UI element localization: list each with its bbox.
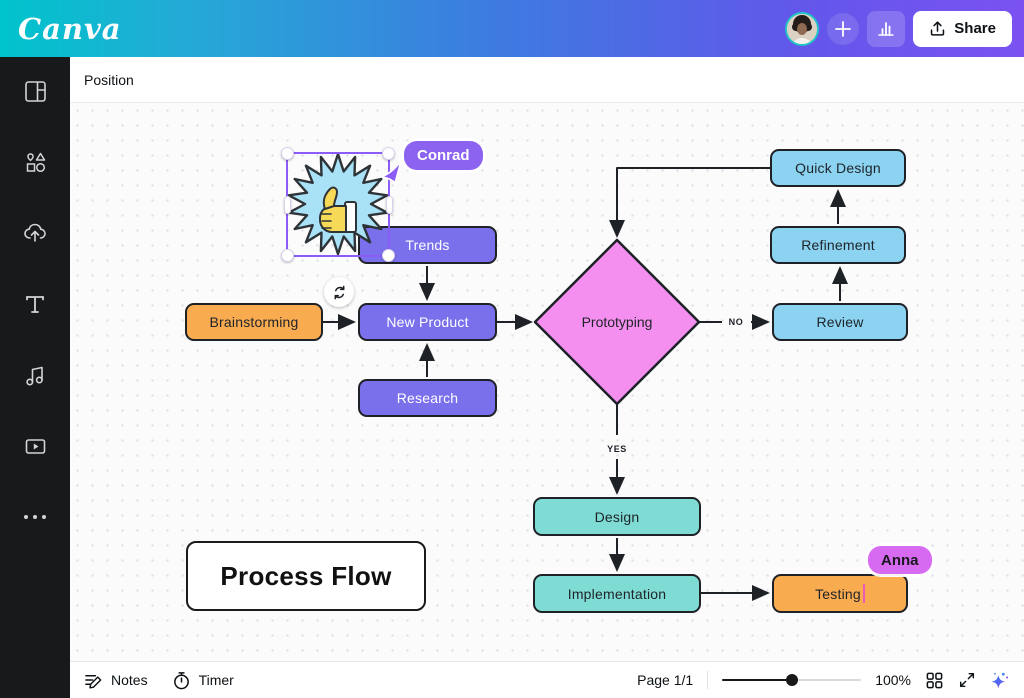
avatar-image xyxy=(787,13,818,44)
zoom-level: 100% xyxy=(875,672,911,688)
node-label: Implementation xyxy=(567,585,667,602)
node-label: Review xyxy=(816,314,864,330)
prototyping-diamond xyxy=(533,238,701,406)
avatar[interactable] xyxy=(785,11,820,46)
insights-button[interactable] xyxy=(867,10,906,47)
anna-text-caret xyxy=(862,584,865,603)
footer-divider xyxy=(707,671,709,689)
conrad-cursor-icon xyxy=(381,160,402,184)
node-testing[interactable]: Testing xyxy=(772,574,908,613)
position-button[interactable]: Position xyxy=(84,71,134,88)
page-indicator: Page 1/1 xyxy=(637,672,694,688)
resize-handle-left[interactable] xyxy=(283,195,291,214)
object-panel-sidebar xyxy=(0,57,70,698)
collaborator-name: Conrad xyxy=(417,147,470,164)
thumbs-up-icon xyxy=(319,186,357,233)
collaborator-label-conrad: Conrad xyxy=(404,141,483,170)
sparkle-icon xyxy=(991,672,1009,689)
zoom-slider-fill xyxy=(722,678,792,682)
node-label: Quick Design xyxy=(795,160,881,176)
resize-handle-bottom-left[interactable] xyxy=(281,249,294,262)
bar-chart-icon xyxy=(878,21,895,36)
fullscreen-expand-icon xyxy=(959,672,975,688)
elements-shapes-icon xyxy=(26,152,45,172)
refresh-cycle-icon xyxy=(334,285,344,299)
timer-label: Timer xyxy=(198,672,234,688)
zoom-slider-thumb[interactable] xyxy=(785,674,798,686)
node-label: Brainstorming xyxy=(209,314,299,330)
node-implementation[interactable]: Implementation xyxy=(533,574,701,613)
context-toolbar: Position xyxy=(70,57,1024,103)
resize-handle-bottom-right[interactable] xyxy=(382,249,395,262)
notes-icon xyxy=(85,674,102,689)
canva-logo[interactable]: Canva xyxy=(18,11,122,46)
sidebar-item-videos[interactable] xyxy=(16,434,54,458)
node-brainstorming[interactable]: Brainstorming xyxy=(185,303,323,341)
sidebar-item-design[interactable] xyxy=(16,79,54,103)
share-button[interactable]: Share xyxy=(913,10,1012,47)
collaborator-label-anna: Anna xyxy=(868,546,932,574)
node-label: Design xyxy=(594,508,640,525)
flowchart-connectors xyxy=(323,167,848,601)
timer-button[interactable]: Timer xyxy=(172,671,234,690)
sidebar-item-elements[interactable] xyxy=(16,150,54,174)
node-refinement[interactable]: Refinement xyxy=(770,226,906,264)
add-collaborator-button[interactable] xyxy=(827,12,860,45)
resize-handle-right[interactable] xyxy=(385,195,393,214)
more-dots-icon xyxy=(24,515,46,519)
sidebar-item-audio[interactable] xyxy=(16,363,54,387)
grid-view-button[interactable] xyxy=(925,671,944,690)
thumbs-up-sticker[interactable] xyxy=(286,152,390,256)
plus-icon xyxy=(835,20,852,37)
node-design[interactable]: Design xyxy=(533,497,701,536)
text-tool-icon xyxy=(26,296,44,313)
node-new-product[interactable]: New Product xyxy=(358,303,497,341)
node-label: Refinement xyxy=(801,237,875,253)
sync-cycle-badge[interactable] xyxy=(324,277,354,307)
node-quick-design[interactable]: Quick Design xyxy=(770,149,906,187)
node-trends[interactable]: Trends xyxy=(358,226,497,264)
node-review[interactable]: Review xyxy=(772,303,908,341)
bottom-bar: Notes Timer Page 1/1 100% xyxy=(70,661,1024,698)
uploads-cloud-icon xyxy=(24,223,46,242)
node-label: New Product xyxy=(386,314,469,330)
share-button-label: Share xyxy=(954,20,996,37)
fullscreen-button[interactable] xyxy=(958,671,976,689)
node-label: Research xyxy=(396,390,459,406)
videos-play-icon xyxy=(25,438,45,454)
sidebar-item-more[interactable] xyxy=(16,505,54,529)
resize-handle-top-left[interactable] xyxy=(281,147,294,160)
app-header: Canva xyxy=(0,0,1024,57)
zoom-slider[interactable] xyxy=(722,673,862,687)
notes-label: Notes xyxy=(111,672,148,688)
sidebar-item-text[interactable] xyxy=(16,292,54,316)
selection-box[interactable] xyxy=(281,147,395,262)
grid-view-icon xyxy=(926,672,943,688)
node-label: Testing xyxy=(815,585,861,602)
notes-button[interactable]: Notes xyxy=(84,671,148,690)
resize-handle-top-right[interactable] xyxy=(382,147,395,160)
node-label: Trends xyxy=(405,237,450,253)
collaborator-name: Anna xyxy=(881,551,919,569)
edge-label-yes: YES xyxy=(607,444,627,454)
edge-label-no: NO xyxy=(728,317,744,327)
share-upload-icon xyxy=(931,21,945,36)
design-panels-icon xyxy=(24,80,46,102)
timer-icon xyxy=(173,671,189,689)
node-research[interactable]: Research xyxy=(358,379,497,417)
sidebar-item-uploads[interactable] xyxy=(16,221,54,245)
whiteboard-canvas[interactable]: Trends Brainstorming New Product Researc… xyxy=(70,103,1024,661)
magic-assistant-button[interactable] xyxy=(990,670,1010,690)
audio-note-icon xyxy=(25,366,43,385)
title-card[interactable]: Process Flow xyxy=(186,541,426,611)
